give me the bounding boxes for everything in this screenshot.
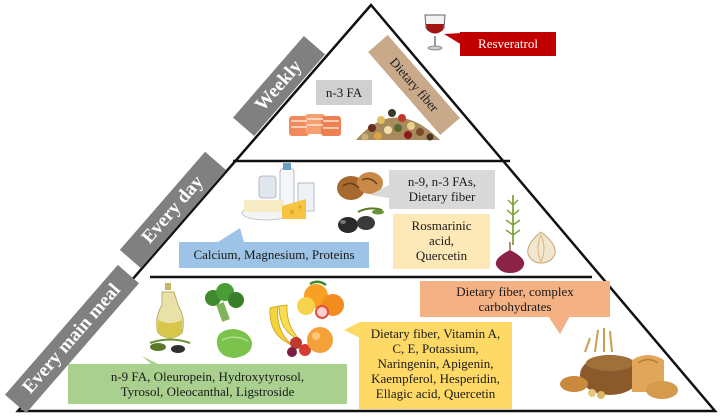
- bread-grains-icon: [560, 328, 678, 399]
- olive-oil-icon: [149, 283, 191, 353]
- red-onion-icon: [495, 242, 525, 273]
- olive-icon: [338, 207, 384, 233]
- dairy-nutrients-label: Calcium, Magnesium, Proteins: [179, 242, 369, 268]
- resveratrol-callout-pointer: [444, 33, 462, 45]
- grains-callout-pointer: [548, 316, 570, 334]
- nuts-callout-pointer: [370, 185, 389, 198]
- oil-nutrients-label: n-9 FA, Oleuropein, Hydroxytyrosol, Tyro…: [68, 364, 347, 404]
- grains-nutrients-label: Dietary fiber, complex carbohydrates: [420, 281, 610, 317]
- legumes-icon: [356, 109, 440, 141]
- herbs-nutrients-label: Rosmarinic acid, Quercetin: [393, 214, 490, 269]
- lettuce-icon: [216, 329, 253, 358]
- pyramid-outline: [15, 3, 718, 413]
- citrus-icon: [297, 280, 344, 319]
- resveratrol-label: Resveratrol: [460, 32, 556, 56]
- walnut-icon: [337, 172, 383, 200]
- broccoli-icon: [205, 283, 244, 322]
- berries-icon: [287, 327, 333, 357]
- salmon-icon: [289, 114, 341, 136]
- dairy-callout-pointer: [218, 228, 244, 242]
- rosemary-icon: [505, 195, 521, 245]
- dairy-icon: [241, 163, 315, 221]
- white-onion-icon: [527, 231, 556, 264]
- fruits-nutrients-label: Dietary fiber, Vitamin A, C, E, Potassiu…: [359, 322, 512, 409]
- n3fa-label: n-3 FA: [316, 80, 372, 105]
- fruits-callout-pointer: [344, 322, 360, 338]
- wine-glass-icon: [424, 14, 446, 51]
- nuts-nutrients-label: n-9, n-3 FAs, Dietary fiber: [389, 170, 495, 209]
